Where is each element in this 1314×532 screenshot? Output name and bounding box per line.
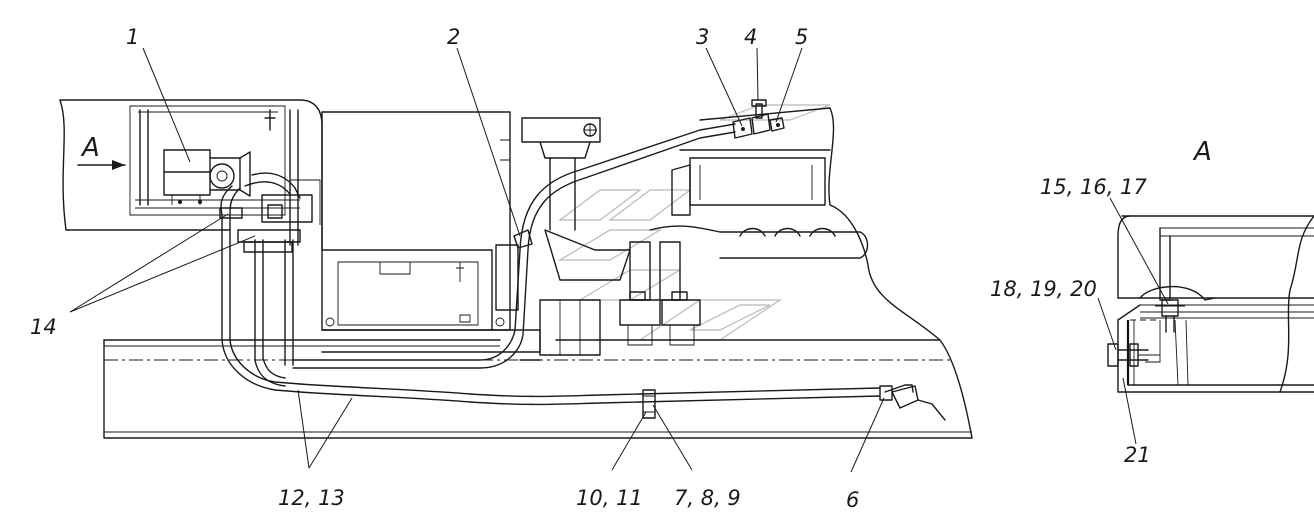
clamps-fittings — [219, 99, 946, 421]
leader-lines — [69, 47, 885, 473]
callout-15-16-17: 15, 16, 17 — [1040, 175, 1148, 199]
callout-10-11: 10, 11 — [576, 486, 643, 510]
callout-6: 6 — [846, 488, 859, 512]
callout-3: 3 — [696, 25, 709, 49]
view-label-a-detail: A — [1192, 137, 1212, 167]
callout-4: 4 — [744, 25, 757, 49]
callout-1: 1 — [126, 25, 139, 49]
view-label-a-arrow: A — [80, 133, 100, 163]
callout-labels: 1 2 3 4 5 14 12, 13 10, 11 7, 8, 9 6 15,… — [30, 25, 1212, 512]
central-housing — [321, 111, 541, 353]
callout-21: 21 — [1124, 443, 1151, 467]
callout-2: 2 — [447, 25, 460, 49]
callout-18-19-20: 18, 19, 20 — [990, 277, 1097, 301]
engine-block — [521, 107, 941, 356]
callout-7-8-9: 7, 8, 9 — [674, 486, 741, 510]
fuel-lines — [220, 123, 881, 406]
frame-rail — [103, 339, 973, 439]
callout-14: 14 — [30, 315, 57, 339]
callout-12-13: 12, 13 — [278, 486, 345, 510]
heater-compartment — [59, 99, 323, 251]
callout-5: 5 — [795, 25, 808, 49]
detail-view-a — [1097, 197, 1314, 445]
